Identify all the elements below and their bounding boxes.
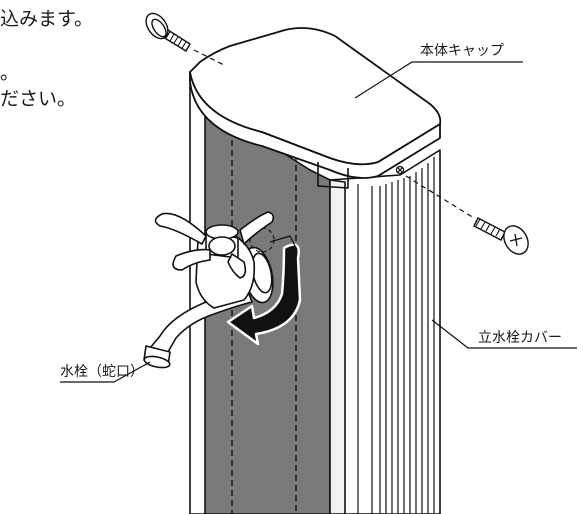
- screw-guide-top: [193, 49, 227, 67]
- screw-right-icon: [473, 217, 529, 255]
- label-cap: 本体キャップ: [420, 43, 504, 59]
- leader-faucet: [60, 361, 151, 383]
- leader-cover: [431, 319, 577, 349]
- cap-top: [189, 27, 442, 166]
- faucet-icon: [143, 211, 275, 369]
- panel-dashes: [231, 140, 297, 514]
- main-cap: [189, 27, 442, 189]
- label-cover: 立水栓カバー: [478, 330, 562, 346]
- leader-cap: [354, 61, 523, 99]
- screw-guide-right: [405, 175, 475, 219]
- side-grooves: [379, 157, 435, 514]
- instruction-line-1: 込みます。: [0, 8, 94, 30]
- label-faucet: 水栓（蛇口）: [60, 364, 144, 380]
- screw-top-left-icon: [145, 12, 191, 52]
- rotation-arrow-icon: [226, 243, 302, 346]
- side-face: [329, 149, 441, 514]
- instruction-line-3: ださい。: [0, 88, 77, 110]
- screw-hole: [395, 165, 405, 175]
- instruction-line-2: 。: [0, 62, 20, 84]
- corner-edge: [329, 179, 346, 514]
